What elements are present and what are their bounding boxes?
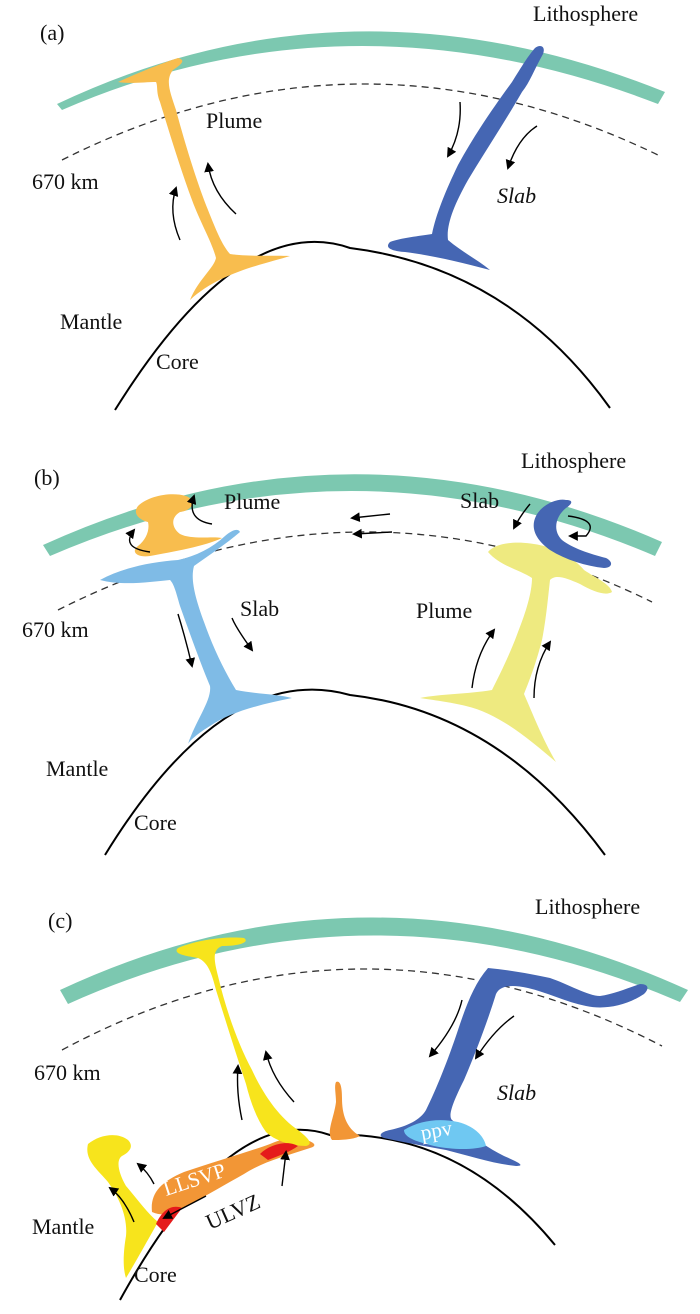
slab-shape [387, 46, 544, 270]
core-mantle-boundary [104, 688, 606, 856]
arrow-slab-down-2 [474, 1015, 515, 1060]
arrow-up-1 [168, 186, 181, 241]
plume-side-yellow [87, 1135, 158, 1278]
mantle-label: Mantle [46, 756, 108, 781]
boundary-670-km [61, 968, 663, 1051]
arrow-plume-up-2 [533, 640, 552, 699]
arrow-up-2 [204, 162, 237, 215]
ppv-lens [404, 1120, 486, 1149]
mantle-label: Mantle [32, 1214, 94, 1239]
slab-label: Slab [497, 183, 536, 208]
arrow-plume-up-1 [471, 628, 496, 689]
panel-b: (b) Lithosphere Plume Slab Slab Plume 67… [22, 448, 662, 856]
plume-pale-yellow [420, 542, 612, 762]
arrow-slab-in [513, 503, 531, 530]
plume-top-orange [134, 494, 222, 557]
slab-label: Slab [497, 1080, 536, 1105]
panel-a: (a) Lithosphere Plume Slab 670 km Mantle… [32, 1, 665, 411]
ulvz-pointer-1 [162, 1195, 207, 1219]
arrow-slab-down-1 [428, 999, 463, 1058]
plume-label: Plume [206, 108, 262, 133]
arrow-slab-down-1 [177, 613, 196, 668]
panel-c: (c) Lithosphere 670 km Slab LLSVP ppv UL… [32, 894, 688, 1301]
plume-top-label: Plume [224, 489, 280, 514]
depth-label: 670 km [32, 169, 99, 194]
slab-label: Slab [240, 596, 279, 621]
core-label: Core [134, 810, 177, 835]
plume-small-orange [329, 1081, 360, 1140]
arrow-flow-left-1 [350, 512, 391, 523]
ppv-label: ppv [419, 1116, 455, 1145]
slab-dark-blue [380, 968, 648, 1166]
boundary-670-km [61, 83, 661, 161]
core-label: Core [134, 1262, 177, 1287]
arrow-curl-left-1 [125, 528, 151, 553]
arrow-curl-left-2 [186, 494, 213, 525]
core-label: Core [156, 349, 199, 374]
arrow-down-1 [447, 101, 461, 158]
ulvz-label: ULVZ [202, 1189, 264, 1235]
slab-light-blue [100, 529, 292, 744]
arrow-side-up [108, 1186, 135, 1223]
lithosphere-band [57, 31, 665, 110]
slab-top-dark-blue [533, 499, 612, 568]
slab-top-label: Slab [460, 488, 499, 513]
panel-tag: (a) [40, 20, 64, 45]
plume-shape [118, 58, 290, 300]
arrow-flow-left-2 [352, 528, 393, 539]
arrow-slab-down-2 [231, 617, 254, 652]
arrow-curl-right [567, 515, 591, 541]
lithosphere-band [43, 474, 662, 556]
arrow-llsvp-up [136, 1162, 155, 1185]
ulvz-patch-2 [260, 1143, 298, 1160]
mantle-label: Mantle [60, 309, 122, 334]
arrow-plume-up-1 [232, 1064, 243, 1121]
depth-label: 670 km [34, 1060, 101, 1085]
plume-label: Plume [416, 598, 472, 623]
panel-tag: (b) [34, 465, 60, 490]
ulvz-pointer-2 [280, 1150, 290, 1187]
lithosphere-band [60, 917, 688, 1004]
plume-yellow [176, 937, 310, 1146]
panel-tag: (c) [48, 908, 72, 933]
core-mantle-boundary [114, 240, 611, 411]
ulvz-patch-1 [156, 1206, 182, 1232]
depth-label: 670 km [22, 617, 89, 642]
lithosphere-label: Lithosphere [533, 1, 638, 26]
lithosphere-label: Lithosphere [535, 894, 640, 919]
arrow-plume-up-2 [262, 1050, 295, 1103]
lithosphere-label: Lithosphere [521, 448, 626, 473]
arrow-down-2 [505, 125, 538, 170]
